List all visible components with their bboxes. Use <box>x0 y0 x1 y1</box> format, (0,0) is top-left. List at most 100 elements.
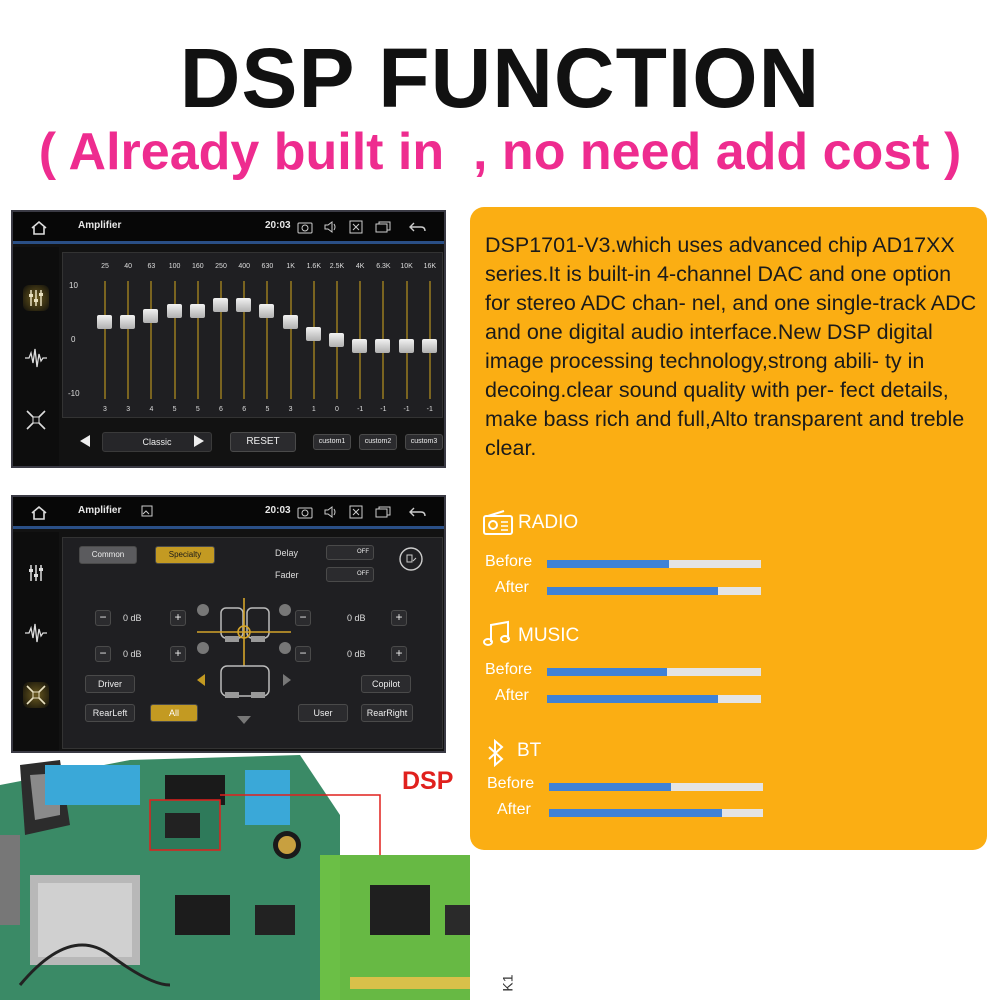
rear-left-minus[interactable]: − <box>95 646 111 662</box>
eq-slider-knob[interactable] <box>352 338 368 353</box>
music-before-label: Before <box>485 661 533 678</box>
reset-button[interactable]: RESET <box>230 432 296 452</box>
radio-after-fill <box>547 587 719 595</box>
car-seat-diagram[interactable] <box>191 590 297 730</box>
volume-icon[interactable] <box>323 220 339 234</box>
clock: 20:03 <box>265 220 291 231</box>
module-label: K1 <box>499 974 516 992</box>
eq-band-value: 4 <box>149 406 154 413</box>
fader-toggle[interactable]: OFF <box>326 567 374 582</box>
eq-slider-knob[interactable] <box>398 338 414 353</box>
custom3-button[interactable]: custom3 <box>405 434 443 450</box>
music-after-label: After <box>495 687 529 704</box>
rearleft-button[interactable]: RearLeft <box>85 704 135 722</box>
driver-button[interactable]: Driver <box>85 675 135 693</box>
eq-slider-knob[interactable] <box>189 303 205 318</box>
camera-icon[interactable] <box>297 220 313 234</box>
rearright-button[interactable]: RearRight <box>361 704 413 722</box>
eq-band[interactable]: 4K-1 <box>350 253 370 419</box>
eq-slider-knob[interactable] <box>143 309 159 324</box>
volume-icon[interactable] <box>323 505 339 519</box>
left-arrow-icon <box>197 674 205 686</box>
front-left-plus[interactable]: + <box>170 610 186 626</box>
eq-slider-knob[interactable] <box>97 315 112 330</box>
music-before-fill <box>547 668 667 676</box>
front-left-db: 0 dB <box>123 613 142 623</box>
user-button[interactable]: User <box>298 704 348 722</box>
prev-preset-icon[interactable] <box>78 434 92 448</box>
eq-band[interactable]: 10K-1 <box>397 253 417 419</box>
window-icon[interactable] <box>375 220 391 234</box>
custom1-button[interactable]: custom1 <box>313 434 351 450</box>
radio-before-label: Before <box>485 553 533 570</box>
front-right-minus[interactable]: − <box>295 610 311 626</box>
front-left-minus[interactable]: − <box>95 610 111 626</box>
eq-slider-knob[interactable] <box>375 338 391 353</box>
equalizer-icon[interactable] <box>23 285 49 311</box>
eq-slider-knob[interactable] <box>282 315 298 330</box>
dsp-description: DSP1701-V3.which uses advanced chip AD17… <box>485 233 977 460</box>
rear-right-minus[interactable]: − <box>295 646 311 662</box>
rear-right-plus[interactable]: + <box>391 646 407 662</box>
common-tab[interactable]: Common <box>79 546 137 564</box>
rear-left-plus[interactable]: + <box>170 646 186 662</box>
page-title: DSP FUNCTION <box>179 31 821 125</box>
eq-slider-knob[interactable] <box>421 338 437 353</box>
custom2-button[interactable]: custom2 <box>359 434 397 450</box>
eq-track <box>104 281 106 399</box>
eq-slider-knob[interactable] <box>305 327 321 342</box>
eq-band-frequency: 6.3K <box>376 263 391 270</box>
next-preset-icon[interactable] <box>192 434 206 448</box>
window-icon[interactable] <box>375 505 391 519</box>
camera-icon[interactable] <box>297 505 313 519</box>
eq-slider-knob[interactable] <box>213 297 228 312</box>
top-bar: Amplifier 20:03 <box>13 497 444 529</box>
waveform-icon[interactable] <box>23 620 49 646</box>
waveform-icon[interactable] <box>23 345 49 371</box>
eq-slider-knob[interactable] <box>120 315 136 330</box>
specialty-tab[interactable]: Specialty <box>155 546 215 564</box>
eq-slider-knob[interactable] <box>329 333 344 347</box>
eq-band-value: 5 <box>172 406 177 413</box>
copilot-button[interactable]: Copilot <box>361 675 411 693</box>
speaker-icon <box>279 604 291 616</box>
balance-screen: Amplifier 20:03 Common Specialty Delay F… <box>11 495 446 753</box>
balance-icon[interactable] <box>23 682 49 708</box>
eq-band[interactable]: 16K-1 <box>420 253 440 419</box>
all-button[interactable]: All <box>150 704 198 722</box>
close-box-icon[interactable] <box>349 220 363 234</box>
back-icon[interactable] <box>409 505 427 519</box>
music-before-bar <box>547 668 761 676</box>
eq-band[interactable]: 6.3K-1 <box>373 253 393 419</box>
preset-name[interactable]: Classic <box>102 432 212 452</box>
eq-band-frequency: 10K <box>400 263 413 270</box>
eq-slider-knob[interactable] <box>236 297 252 312</box>
eq-slider-knob[interactable] <box>166 303 182 318</box>
music-note-icon <box>483 620 510 646</box>
home-icon[interactable] <box>30 505 48 521</box>
equalizer-icon[interactable] <box>23 560 49 586</box>
front-right-plus[interactable]: + <box>391 610 407 626</box>
eq-band-frequency: 630 <box>261 263 274 270</box>
seat-reset-icon[interactable] <box>398 546 424 572</box>
eq-slider-knob[interactable] <box>259 303 275 318</box>
delay-toggle[interactable]: OFF <box>326 545 374 560</box>
close-box-icon[interactable] <box>349 505 363 519</box>
back-icon[interactable] <box>409 220 427 234</box>
eq-band-value: 3 <box>103 406 107 413</box>
balance-icon[interactable] <box>23 407 49 433</box>
home-icon[interactable] <box>30 220 48 236</box>
